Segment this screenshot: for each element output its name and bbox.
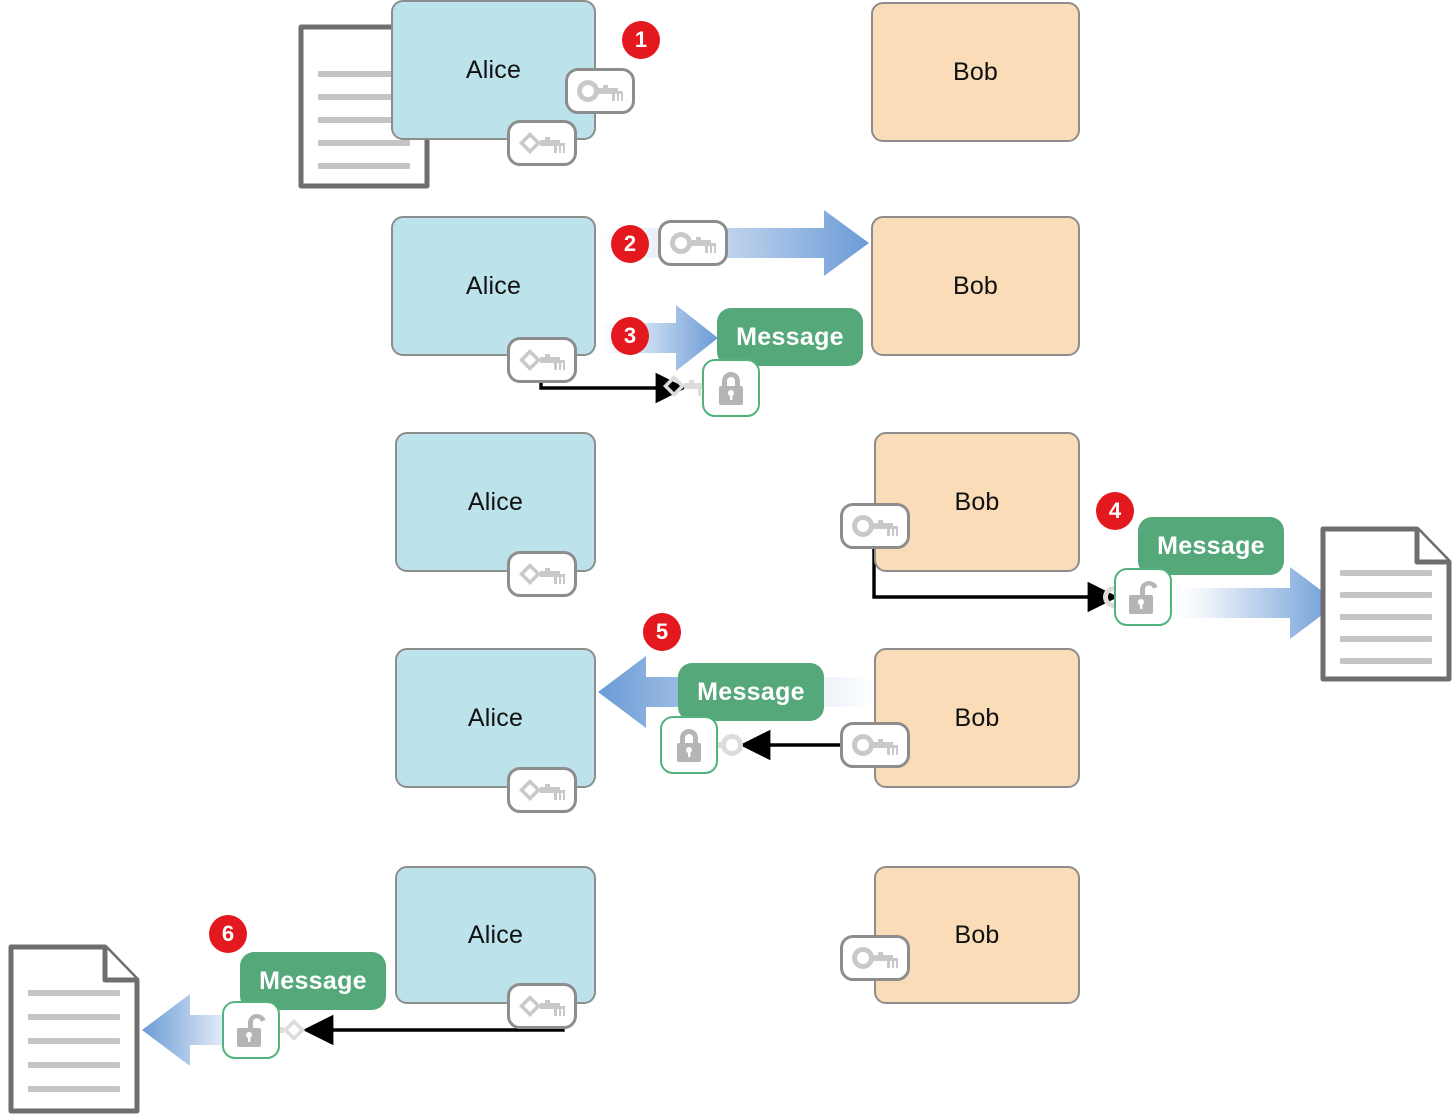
- actor-bob-row3[interactable]: Bob: [874, 432, 1080, 572]
- message-pill-row5[interactable]: Message: [240, 952, 386, 1010]
- public-key-icon[interactable]: [565, 68, 635, 114]
- public-key-icon[interactable]: [840, 503, 910, 549]
- actor-label: Alice: [467, 703, 524, 732]
- message-pill-row4[interactable]: Message: [678, 663, 824, 721]
- actor-alice-row2[interactable]: Alice: [391, 216, 596, 356]
- document-icon: [8, 944, 140, 1114]
- step-number: 1: [634, 27, 648, 52]
- actor-alice-row1[interactable]: Alice: [391, 0, 596, 140]
- public-key-icon[interactable]: [658, 220, 728, 266]
- actor-label: Bob: [952, 57, 999, 86]
- message-label: Message: [697, 677, 805, 706]
- message-label: Message: [736, 322, 844, 351]
- actor-label: Bob: [954, 487, 1000, 516]
- message-pill-row3[interactable]: Message: [1138, 517, 1284, 575]
- step-badge-2: 2: [611, 225, 649, 263]
- actor-label: Alice: [465, 271, 522, 300]
- step-badge-6: 6: [209, 915, 247, 953]
- public-key-icon[interactable]: [840, 722, 910, 768]
- lock-open-icon: [222, 1001, 280, 1059]
- actor-bob-row2[interactable]: Bob: [871, 216, 1080, 356]
- actor-label: Bob: [952, 271, 999, 300]
- actor-alice-row5[interactable]: Alice: [395, 866, 596, 1004]
- step-badge-4: 4: [1096, 492, 1134, 530]
- step-badge-3: 3: [611, 317, 649, 355]
- step-number: 6: [221, 921, 235, 946]
- private-key-icon[interactable]: [507, 983, 577, 1029]
- step-badge-5: 5: [643, 613, 681, 651]
- actor-label: Alice: [467, 487, 524, 516]
- private-key-icon[interactable]: [507, 337, 577, 383]
- actor-bob-row1[interactable]: Bob: [871, 2, 1080, 142]
- block-arrow-step4: [1178, 567, 1338, 639]
- step-number: 5: [655, 619, 669, 644]
- step-number: 4: [1108, 498, 1122, 523]
- step-number: 2: [623, 231, 637, 256]
- message-pill-row2[interactable]: Message: [717, 308, 863, 366]
- actor-label: Bob: [954, 920, 1000, 949]
- actor-alice-row4[interactable]: Alice: [395, 648, 596, 788]
- actor-alice-row3[interactable]: Alice: [395, 432, 596, 572]
- public-key-icon[interactable]: [840, 935, 910, 981]
- actor-bob-row5[interactable]: Bob: [874, 866, 1080, 1004]
- private-key-icon[interactable]: [507, 767, 577, 813]
- step-badge-1: 1: [622, 21, 660, 59]
- actor-label: Alice: [465, 55, 522, 84]
- document-icon: [1320, 526, 1452, 682]
- actor-bob-row4[interactable]: Bob: [874, 648, 1080, 788]
- lock-closed-icon: [660, 716, 718, 774]
- private-key-icon[interactable]: [507, 120, 577, 166]
- actor-label: Bob: [954, 703, 1000, 732]
- step-number: 3: [623, 323, 637, 348]
- actor-label: Alice: [467, 920, 524, 949]
- private-key-icon[interactable]: [507, 551, 577, 597]
- lock-closed-icon: [702, 359, 760, 417]
- message-label: Message: [1157, 531, 1265, 560]
- message-label: Message: [259, 966, 367, 995]
- lock-open-icon: [1114, 568, 1172, 626]
